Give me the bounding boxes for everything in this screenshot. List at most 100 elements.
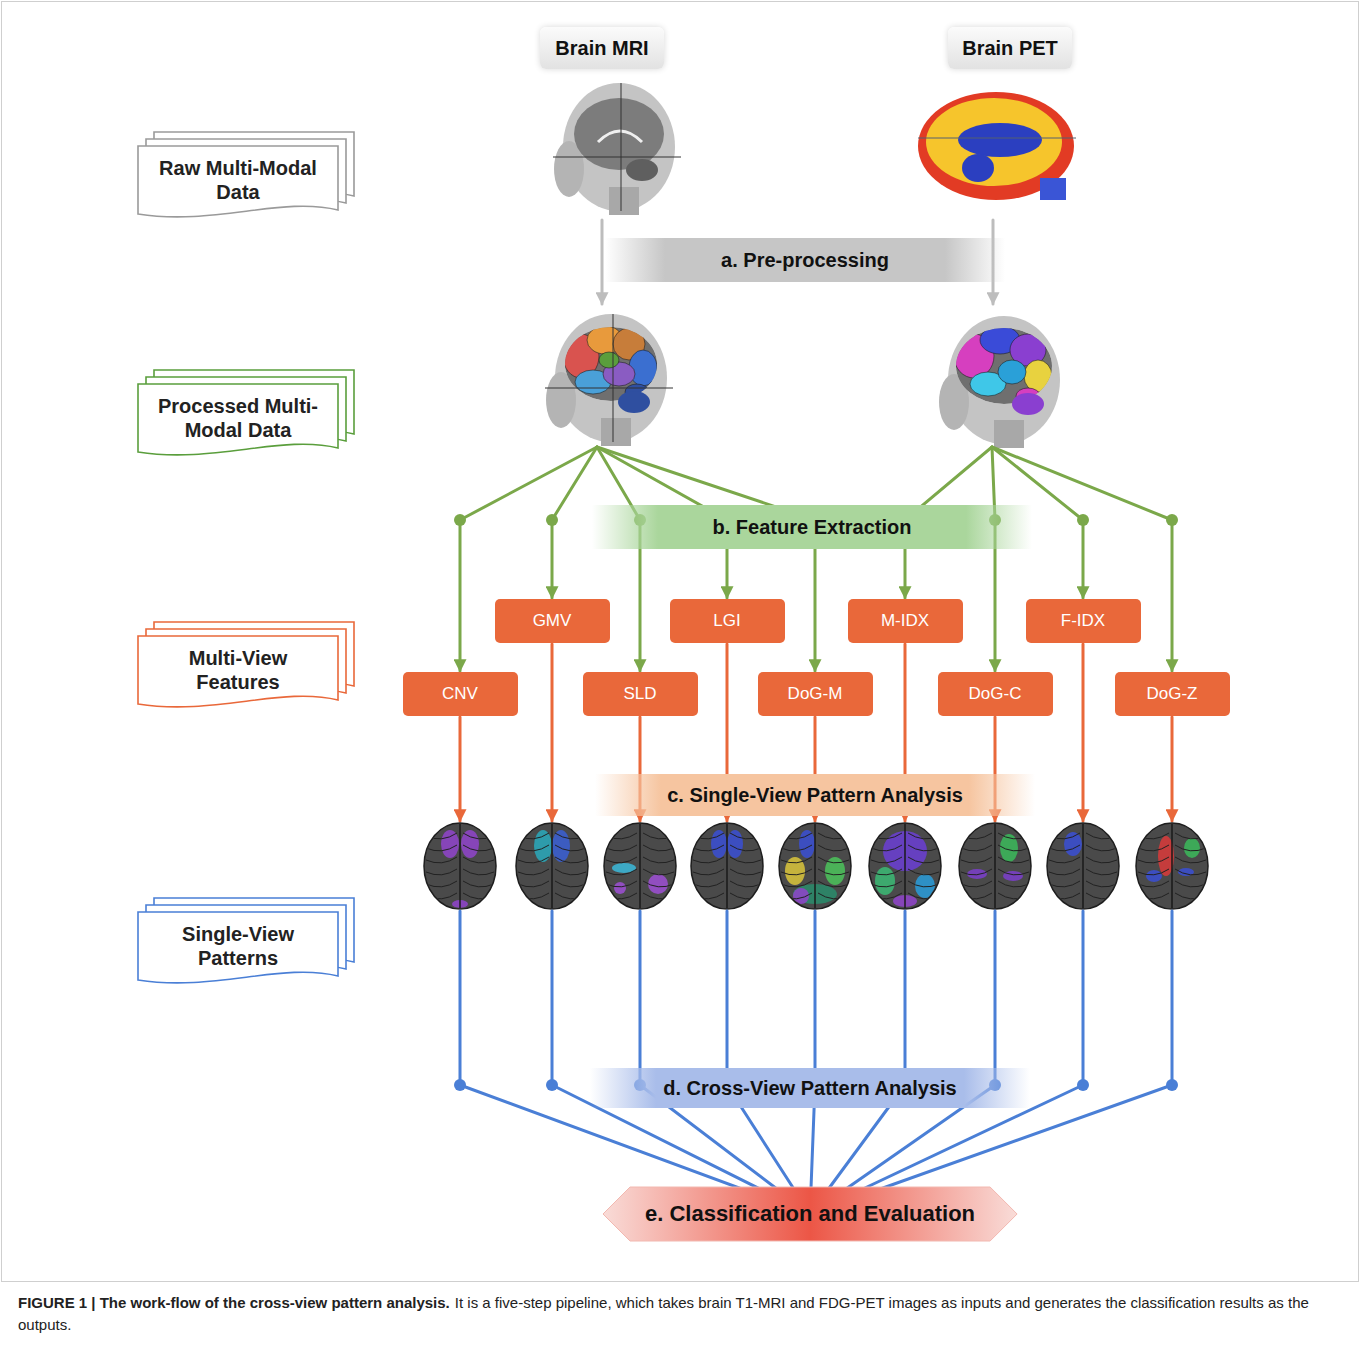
pattern-region — [534, 830, 552, 862]
parcellation — [954, 326, 1052, 404]
gyrus-line — [1138, 845, 1169, 851]
feature-box: SLD — [583, 672, 698, 716]
figure-title: FIGURE 1 | The work-flow of the cross-vi… — [18, 1294, 450, 1311]
gyrus-line — [606, 881, 637, 887]
data-stage-label: Processed Multi-Modal Data — [138, 384, 338, 458]
gyrus-line — [426, 893, 457, 899]
extraction-arrow — [1082, 520, 1085, 598]
modality-header: Brain MRI — [540, 27, 664, 69]
gyrus-line — [1086, 869, 1117, 875]
gyrus-line — [1086, 893, 1117, 899]
brain-outline — [869, 823, 941, 909]
pattern-region — [1003, 871, 1023, 881]
gyrus-line — [518, 857, 549, 863]
node-label: Processed Multi-Modal Data — [153, 394, 323, 448]
node-label: a. Pre-processing — [721, 249, 889, 272]
node-label: SLD — [623, 684, 656, 704]
step-band: d. Cross-View Pattern Analysis — [590, 1068, 1030, 1108]
gyrus-line — [781, 833, 812, 839]
gyrus-line — [1049, 869, 1080, 875]
node-label: Raw Multi-Modal Data — [153, 156, 323, 210]
fusion-line — [1082, 911, 1085, 1085]
pattern-region — [441, 830, 459, 858]
gyrus-line — [518, 881, 549, 887]
gyrus-line — [998, 893, 1029, 899]
extraction-arrow — [551, 520, 554, 598]
pattern-region — [799, 830, 815, 858]
pet-uptake — [1040, 178, 1066, 200]
gyrus-line — [818, 869, 849, 875]
feature-box: DoG-Z — [1115, 672, 1230, 716]
output-hexagon: e. Classification and Evaluation — [603, 1187, 1017, 1241]
brain-midline — [814, 824, 816, 908]
gyrus-line — [818, 845, 849, 851]
gyrus-line — [1138, 881, 1169, 887]
brain-midline — [726, 824, 728, 908]
pattern-region — [1064, 832, 1082, 856]
gyrus-line — [1086, 857, 1117, 863]
brain-outline — [779, 823, 851, 909]
feature-box: F-IDX — [1026, 599, 1141, 643]
gyrus-line — [998, 857, 1029, 863]
gyrus-line — [961, 857, 992, 863]
crosshair-line — [621, 83, 622, 211]
analysis-arrow — [1082, 644, 1085, 821]
gyrus-line — [730, 893, 761, 899]
figure-frame — [2, 2, 1359, 1282]
step-band: c. Single-View Pattern Analysis — [595, 774, 1035, 816]
cerebellum — [618, 391, 650, 413]
gyrus-line — [518, 869, 549, 875]
step-band: b. Feature Extraction — [592, 505, 1032, 549]
gyrus-line — [555, 833, 586, 839]
brain-midline — [1171, 824, 1173, 908]
fusion-line — [814, 911, 817, 1085]
gyrus-line — [908, 833, 939, 839]
pet-uptake — [918, 92, 1074, 200]
gyrus-line — [555, 869, 586, 875]
brain-outline — [959, 823, 1031, 909]
gyrus-line — [518, 833, 549, 839]
gyrus-line — [908, 857, 939, 863]
gyrus-line — [643, 881, 674, 887]
flow-arrow — [601, 220, 604, 304]
node-label: DoG-C — [969, 684, 1022, 704]
gyrus-line — [818, 881, 849, 887]
gyrus-line — [426, 845, 457, 851]
brain-midline — [639, 824, 641, 908]
gyrus-line — [643, 869, 674, 875]
brain-pattern-image — [959, 823, 1031, 909]
document-page — [138, 384, 338, 455]
gyrus-line — [606, 869, 637, 875]
gyrus-line — [693, 869, 724, 875]
feature-box: CNV — [403, 672, 518, 716]
neck — [609, 187, 639, 215]
brain-pattern-image — [516, 823, 588, 909]
fusion-line — [551, 911, 554, 1085]
raw-mri-image — [553, 83, 681, 215]
gyrus-line — [871, 845, 902, 851]
pattern-region — [967, 869, 987, 879]
brain-parcel — [998, 360, 1026, 384]
document-page — [138, 636, 338, 707]
brain-outline — [424, 823, 496, 909]
gyrus-line — [518, 845, 549, 851]
gyrus-line — [693, 845, 724, 851]
gyrus-line — [606, 845, 637, 851]
gyrus-line — [693, 893, 724, 899]
node-label: e. Classification and Evaluation — [645, 1201, 975, 1227]
node-label: CNV — [442, 684, 478, 704]
neck — [601, 418, 631, 446]
gyrus-line — [1175, 845, 1206, 851]
gyrus-line — [1175, 833, 1206, 839]
data-stage-label: Raw Multi-Modal Data — [138, 146, 338, 220]
gyrus-line — [871, 833, 902, 839]
extraction-line — [460, 447, 597, 520]
brain-pattern-image — [604, 823, 676, 909]
gyrus-line — [961, 881, 992, 887]
gyrus-line — [1049, 893, 1080, 899]
gyrus-line — [606, 857, 637, 863]
gyrus-line — [908, 881, 939, 887]
modality-header: Brain PET — [948, 27, 1072, 69]
analysis-arrow — [551, 644, 554, 821]
node-label: DoG-M — [788, 684, 843, 704]
